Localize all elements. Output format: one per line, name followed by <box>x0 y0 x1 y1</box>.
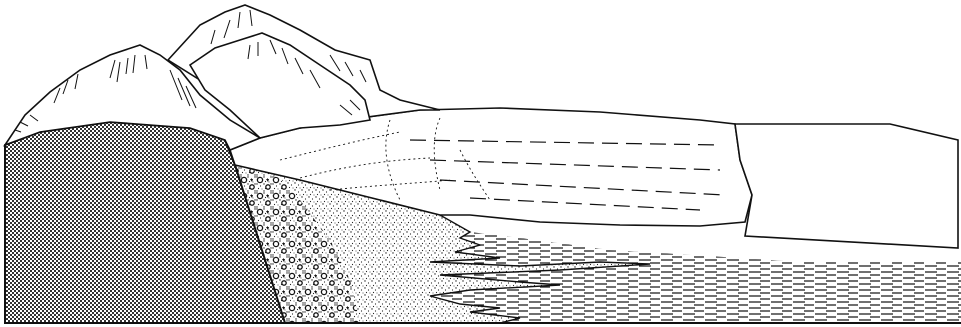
ice-shelf <box>735 124 958 248</box>
